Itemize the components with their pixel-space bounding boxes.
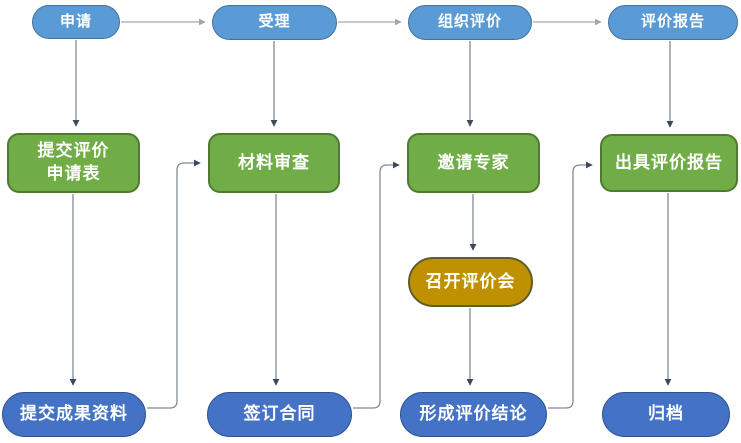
node-sign-contract: 签订合同	[207, 392, 352, 437]
node-archive: 归档	[602, 392, 730, 437]
node-issue-evaluation-report: 出具评价报告	[600, 134, 738, 192]
edge-conclusion-issue	[548, 161, 593, 409]
node-evaluation-report: 评价报告	[608, 5, 738, 40]
node-hold-evaluation-meeting: 召开评价会	[408, 257, 533, 307]
edge-contract-invite	[353, 161, 400, 409]
node-material-review: 材料审查	[208, 133, 340, 193]
node-accept: 受理	[212, 5, 337, 40]
edge-materials-review	[147, 159, 201, 409]
node-invite-experts: 邀请专家	[407, 133, 540, 193]
node-submit-application-form: 提交评价 申请表	[7, 133, 140, 193]
node-submit-achievement-materials: 提交成果资料	[2, 392, 146, 437]
node-form-evaluation-conclusion: 形成评价结论	[400, 392, 547, 437]
node-apply: 申请	[32, 5, 120, 39]
node-organize-evaluation: 组织评价	[408, 5, 532, 40]
